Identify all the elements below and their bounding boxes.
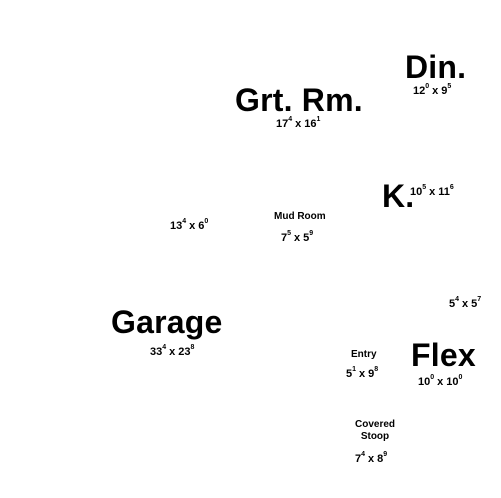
room-label-kitchen: K.	[382, 178, 415, 214]
room-label-garage: Garage	[111, 304, 223, 340]
room-label-mud-room: Mud Room	[274, 211, 326, 222]
room-label-entry: Entry	[351, 349, 377, 360]
room-label-flex: Flex	[411, 337, 476, 373]
room-label-dining: Din.	[405, 49, 467, 85]
room-label-great-room: Grt. Rm.	[235, 82, 363, 118]
room-label-covered-stoop: Covered Stoop	[354, 419, 395, 442]
